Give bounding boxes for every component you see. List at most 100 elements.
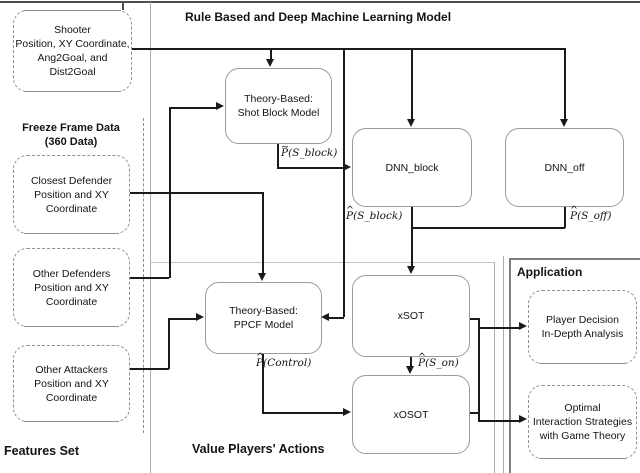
connector-xosot-out-stub	[468, 412, 479, 414]
shot-block-line2: Shot Block Model	[237, 107, 320, 119]
arrow-into-dnnblock-left	[343, 163, 351, 171]
tilde-accent: ~	[281, 142, 289, 153]
shot-block-model-box: Theory-Based: Shot Block Model	[225, 68, 332, 144]
other-defenders-line1: Other Defenders	[32, 267, 111, 280]
ml-panel-title: Rule Based and Deep Machine Learning Mod…	[185, 10, 452, 24]
connector-xsot-out-stub	[468, 318, 479, 320]
connector-attackers-vertical	[168, 318, 170, 369]
connector-dnnblock-out	[411, 205, 413, 267]
connector-bus-to-dnnblock	[411, 48, 413, 121]
arrow-into-shotblock-left	[216, 102, 224, 110]
connector-bus-to-ppcf-vertical	[343, 48, 345, 317]
application-panel-top-border	[509, 258, 640, 260]
value-panel-title: Value Players' Actions	[192, 442, 325, 456]
prob-label-shot-block-tilde: ~P(S_block)	[281, 142, 338, 159]
ppcf-line2: PPCF Model	[233, 319, 294, 331]
dnn-off-label: DNN_off	[544, 161, 585, 174]
connector-dnn-junction	[411, 227, 565, 229]
optimal-interaction-line2: Interaction Strategies	[532, 416, 633, 428]
other-attackers-line1: Other Attackers	[35, 363, 108, 376]
arrow-into-dnnblock-top	[407, 119, 415, 127]
connector-xsot-to-xosot	[410, 355, 412, 367]
player-decision-box: Player Decision In-Depth Analysis	[528, 290, 637, 364]
player-decision-line2: In-Depth Analysis	[541, 328, 624, 340]
optimal-interaction-line3: with Game Theory	[539, 430, 626, 442]
optimal-interaction-line1: Optimal	[564, 402, 601, 414]
shooter-features-box: Shooter Position, XY Coordinate, Ang2Goa…	[13, 10, 132, 92]
other-defenders-line2: Position and XY	[34, 281, 109, 294]
connector-other-defenders	[128, 277, 169, 279]
xsot-box: xSOT	[352, 275, 470, 357]
other-attackers-box: Other Attackers Position and XY Coordina…	[13, 345, 130, 422]
ppcf-line1: Theory-Based:	[229, 305, 298, 317]
dnn-off-box: DNN_off	[505, 128, 624, 207]
dnn-block-label: DNN_block	[385, 161, 439, 174]
closest-defender-box: Closest Defender Position and XY Coordin…	[13, 155, 130, 234]
hat-accent: ^	[418, 352, 426, 363]
prob-label-control-hat: ^P(Control)	[256, 352, 312, 369]
freeze-frame-title-line2: (360 Data)	[44, 136, 98, 148]
connector-bus-to-shotblock	[270, 48, 272, 61]
player-decision-line1: Player Decision	[546, 314, 619, 326]
freeze-frame-title-line1: Freeze Frame Data	[22, 122, 120, 134]
xsot-label: xSOT	[397, 310, 425, 322]
shot-block-line1: Theory-Based:	[244, 93, 313, 105]
shooter-box-line1: Shooter	[54, 24, 91, 36]
xosot-label: xOSOT	[393, 408, 429, 421]
connector-closest-defender-down	[262, 192, 264, 274]
connector-shooter-bus	[130, 48, 564, 50]
arrow-into-optimal-interaction	[519, 415, 527, 423]
other-attackers-line2: Position and XY	[34, 377, 109, 390]
connector-attackers-to-ppcf	[168, 318, 197, 320]
connector-ppcf-out-right	[262, 412, 344, 414]
application-panel-left-border	[509, 258, 511, 473]
other-defenders-line3: Coordinate	[45, 295, 98, 308]
connector-dnnoff-out	[564, 205, 566, 228]
other-attackers-line3: Coordinate	[45, 391, 98, 404]
connector-bus-to-ppcf-horizontal	[326, 317, 344, 319]
connector-other-attackers	[128, 368, 169, 370]
arrow-into-ppcf-left	[196, 313, 204, 321]
arrow-into-xsot-top	[407, 266, 415, 274]
connector-application-vertical	[478, 318, 480, 422]
prob-label-dnn-block-hat: ^P(S_block)	[346, 205, 403, 222]
hat-accent: ^	[346, 205, 354, 216]
hat-accent: ^	[570, 205, 578, 216]
freeze-frame-group-title: Freeze Frame Data (360 Data)	[10, 121, 132, 149]
other-defenders-box: Other Defenders Position and XY Coordina…	[13, 248, 130, 327]
shooter-box-line3: Ang2Goal, and	[37, 52, 108, 64]
optimal-interaction-box: Optimal Interaction Strategies with Game…	[528, 385, 637, 459]
closest-defender-line3: Coordinate	[45, 202, 98, 215]
prob-label-s-on-hat: ^P(S_on)	[418, 352, 459, 369]
connector-shotblock-out-down	[277, 142, 279, 168]
freeze-frame-group-dashed-line	[143, 118, 144, 433]
connector-defenders-vertical	[169, 107, 171, 278]
shooter-box-line2: Position, XY Coordinate,	[15, 38, 130, 50]
arrow-into-ppcf-top	[258, 273, 266, 281]
arrow-into-shotblock-top	[266, 59, 274, 67]
application-panel-title: Application	[517, 265, 583, 279]
application-panel-gap-line	[503, 256, 504, 473]
arrow-into-dnnoff-top	[560, 119, 568, 127]
arrow-into-player-decision	[519, 322, 527, 330]
xosot-box: xOSOT	[352, 375, 470, 454]
closest-defender-line2: Position and XY	[34, 188, 109, 201]
hat-accent: ^	[256, 352, 264, 363]
closest-defender-line1: Closest Defender	[30, 174, 113, 187]
top-border-tick	[122, 2, 124, 10]
dnn-block-box: DNN_block	[352, 128, 472, 207]
ppcf-model-box: Theory-Based: PPCF Model	[205, 282, 322, 354]
arrow-into-xosot-left	[343, 408, 351, 416]
features-panel-divider	[150, 2, 151, 473]
arrow-into-xosot-top	[406, 366, 414, 374]
value-panel-right-border	[494, 262, 495, 473]
connector-closest-defender	[128, 192, 262, 194]
connector-to-optimal-interaction	[478, 420, 520, 422]
prob-label-dnn-off-hat: ^P(S_off)	[570, 205, 612, 222]
shooter-box-line4: Dist2Goal	[49, 66, 96, 78]
top-border	[0, 1, 640, 3]
connector-ppcf-out-down	[262, 352, 264, 413]
connector-shotblock-out-right	[277, 167, 344, 169]
center-panel-divider	[150, 262, 494, 263]
